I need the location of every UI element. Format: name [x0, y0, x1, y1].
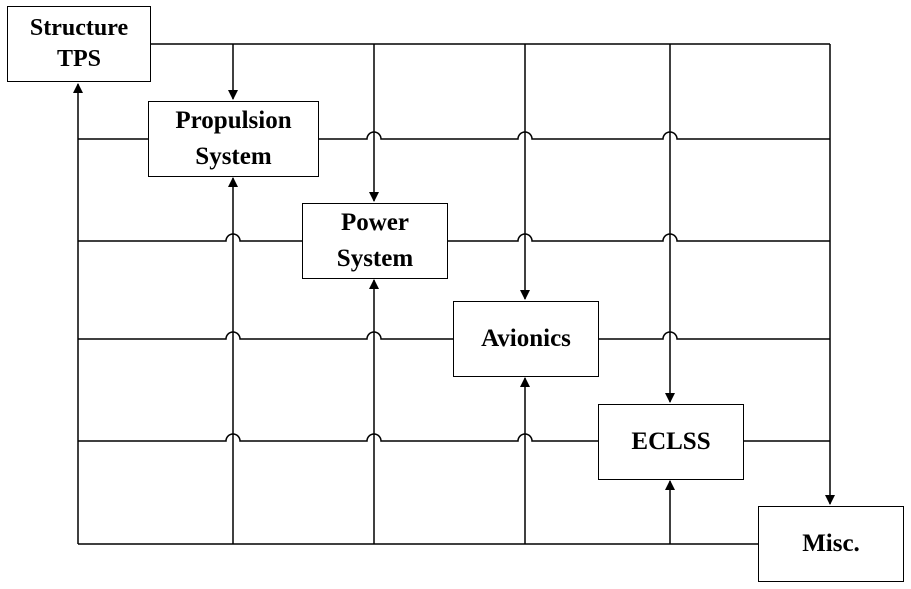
propulsion-system-label-line2: System [195, 143, 272, 170]
propulsion-system-label-line1: Propulsion [175, 106, 292, 134]
row-line-propulsion-right [319, 131, 830, 140]
avionics-label: Avionics [481, 324, 571, 352]
eclss-label: ECLSS [631, 427, 711, 455]
structure-tps-box: Structure TPS [7, 6, 151, 82]
misc-label: Misc. [802, 529, 860, 557]
propulsion-system-box: Propulsion System [148, 101, 319, 177]
eclss-box: ECLSS [598, 404, 744, 480]
power-system-box: Power System [302, 203, 448, 279]
power-system-label-line2: System [336, 245, 414, 272]
row-line-eclss-left [78, 433, 598, 442]
misc-box: Misc. [758, 506, 904, 582]
row-line-avionics-right [599, 331, 830, 340]
row-line-power-right [448, 233, 830, 242]
structure-tps-label-line2: TPS [56, 46, 101, 72]
structure-tps-label-line1: Structure [29, 14, 129, 41]
avionics-box: Avionics [453, 301, 599, 377]
row-line-power-left [78, 233, 302, 242]
power-system-label-line1: Power [340, 208, 409, 236]
row-line-avionics-left [78, 331, 453, 340]
